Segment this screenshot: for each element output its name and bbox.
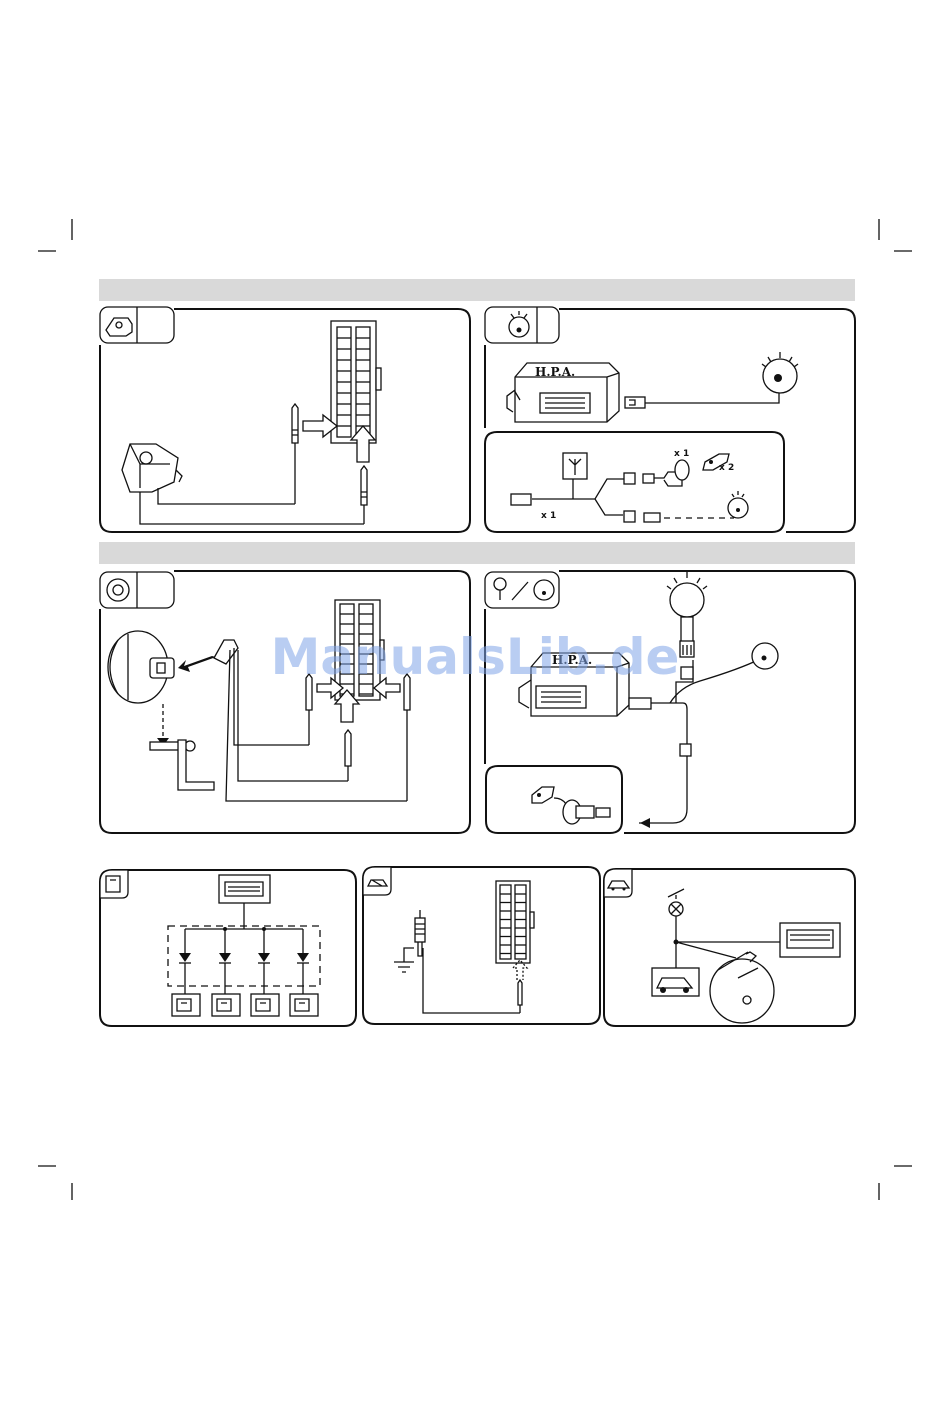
led-indicator bbox=[762, 352, 798, 393]
car-ignition-icon bbox=[363, 867, 391, 895]
shock-sensor-icon bbox=[100, 572, 174, 608]
ignition-lock-receiver bbox=[654, 460, 689, 486]
receiver-subpanel: x 1 x 2 x 1 bbox=[485, 432, 784, 532]
alarm-module: H.P.A. bbox=[507, 363, 619, 422]
panel-led-or-button: H.P.A. bbox=[485, 571, 855, 833]
alarm-module-small bbox=[219, 875, 270, 903]
led-icon bbox=[485, 307, 559, 343]
led-or-button-icon bbox=[485, 572, 559, 608]
diode-door-branch bbox=[290, 929, 318, 1016]
alarm-module-small bbox=[780, 923, 840, 957]
wire-tap-detail bbox=[710, 952, 774, 1023]
panel-siren bbox=[100, 307, 470, 532]
siren-icon bbox=[100, 307, 174, 343]
arrow-plug bbox=[178, 656, 216, 672]
car-icon bbox=[652, 968, 699, 996]
terminal-pin bbox=[361, 466, 367, 524]
qty-receiver: x 1 bbox=[674, 449, 689, 459]
door-icon bbox=[100, 870, 128, 898]
siren-wire-b bbox=[140, 492, 364, 524]
shock-sensor-unit bbox=[108, 631, 216, 746]
car-light-icon bbox=[604, 869, 632, 897]
siren-wire-a bbox=[158, 488, 295, 504]
panel-doors bbox=[100, 870, 356, 1026]
diode-door-branch bbox=[251, 929, 279, 1016]
terminal-pin bbox=[345, 730, 351, 781]
key-receiver-subpanel bbox=[486, 766, 622, 833]
panel-led: H.P.A. bbox=[485, 307, 855, 532]
plug-connector bbox=[629, 698, 651, 709]
lamp-symbol bbox=[669, 902, 683, 916]
qty-cable: x 1 bbox=[541, 511, 556, 521]
push-button bbox=[752, 643, 778, 669]
watermark: ManualsLib.de bbox=[271, 628, 680, 686]
terminal-pin bbox=[518, 980, 522, 1013]
section-bar-middle bbox=[99, 542, 855, 564]
ground-symbol bbox=[394, 948, 414, 972]
panel-shock-sensor bbox=[100, 571, 470, 833]
terminal-pin bbox=[292, 404, 298, 504]
cable-plug bbox=[511, 494, 531, 505]
wiring-connector-block bbox=[331, 321, 381, 443]
qty-tag: x 2 bbox=[719, 463, 734, 473]
diode-door-branch bbox=[212, 929, 240, 1016]
diode-door-branch bbox=[172, 929, 200, 1016]
led-cable bbox=[645, 392, 779, 403]
mounting-bracket bbox=[150, 740, 214, 790]
terminal-pin bbox=[404, 674, 410, 801]
section-bar-top bbox=[99, 279, 855, 301]
wiring-connector-block bbox=[496, 881, 534, 963]
led-indicator-small bbox=[728, 491, 748, 518]
module-brand-label: H.P.A. bbox=[535, 365, 575, 379]
panel-ignition bbox=[363, 867, 600, 1024]
panel-car-light bbox=[604, 869, 855, 1026]
siren-unit bbox=[122, 444, 182, 492]
